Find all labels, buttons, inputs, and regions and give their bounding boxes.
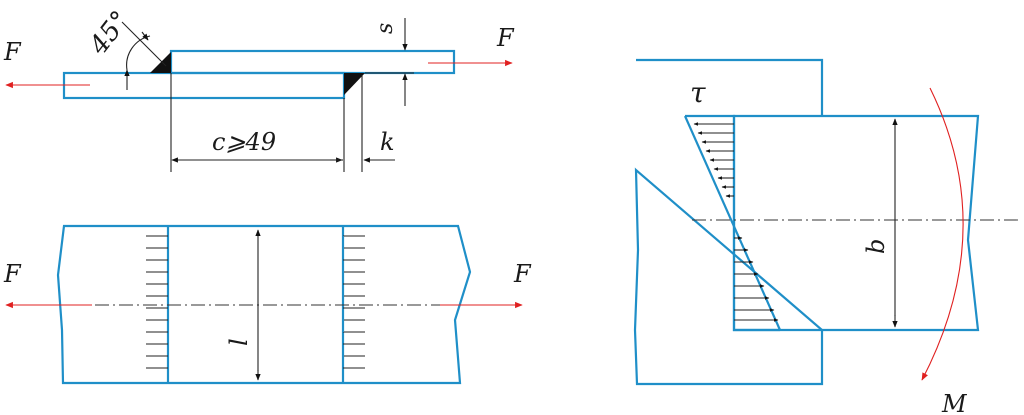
force-label-top-left: F: [3, 38, 22, 66]
moment-arc: [921, 87, 964, 381]
stress-arrows-lower: [734, 236, 779, 322]
base-plate-outline: [633, 58, 824, 386]
thickness-label: s: [373, 23, 398, 34]
right-fillet-weld: [344, 73, 365, 95]
force-label-bottom-left: F: [3, 260, 22, 288]
stress-distribution-line: [683, 115, 782, 331]
plan-view: l F F: [3, 224, 532, 385]
force-label-bottom-right: F: [513, 260, 532, 288]
angle-label: 45°: [83, 6, 136, 62]
force-label-top-right: F: [496, 24, 515, 52]
plan-plate-outline: [56, 224, 472, 385]
stress-profile-frame: [685, 114, 780, 332]
moment-label: M: [941, 390, 968, 415]
moment-view: b M τ: [633, 58, 1022, 415]
width-label: b: [862, 239, 890, 254]
upper-plate: [169, 49, 456, 75]
side-view: F F 45° s c⩾49 k: [3, 6, 515, 172]
stress-arrows-upper: [693, 122, 734, 198]
angle-arc: [126, 35, 151, 71]
angle-extension-line: [121, 21, 167, 67]
lower-plate: [62, 71, 346, 100]
weld-hatching-right: [343, 235, 365, 369]
attached-plate-outline: [732, 114, 980, 332]
weld-hatching-left: [146, 235, 168, 369]
leg-label: k: [380, 128, 395, 156]
angle-arrow-upper: [141, 31, 149, 41]
length-label: l: [225, 338, 253, 346]
overlap-label: c⩾49: [212, 128, 276, 156]
left-fillet-weld: [150, 52, 171, 73]
shear-stress-label: τ: [690, 76, 706, 109]
